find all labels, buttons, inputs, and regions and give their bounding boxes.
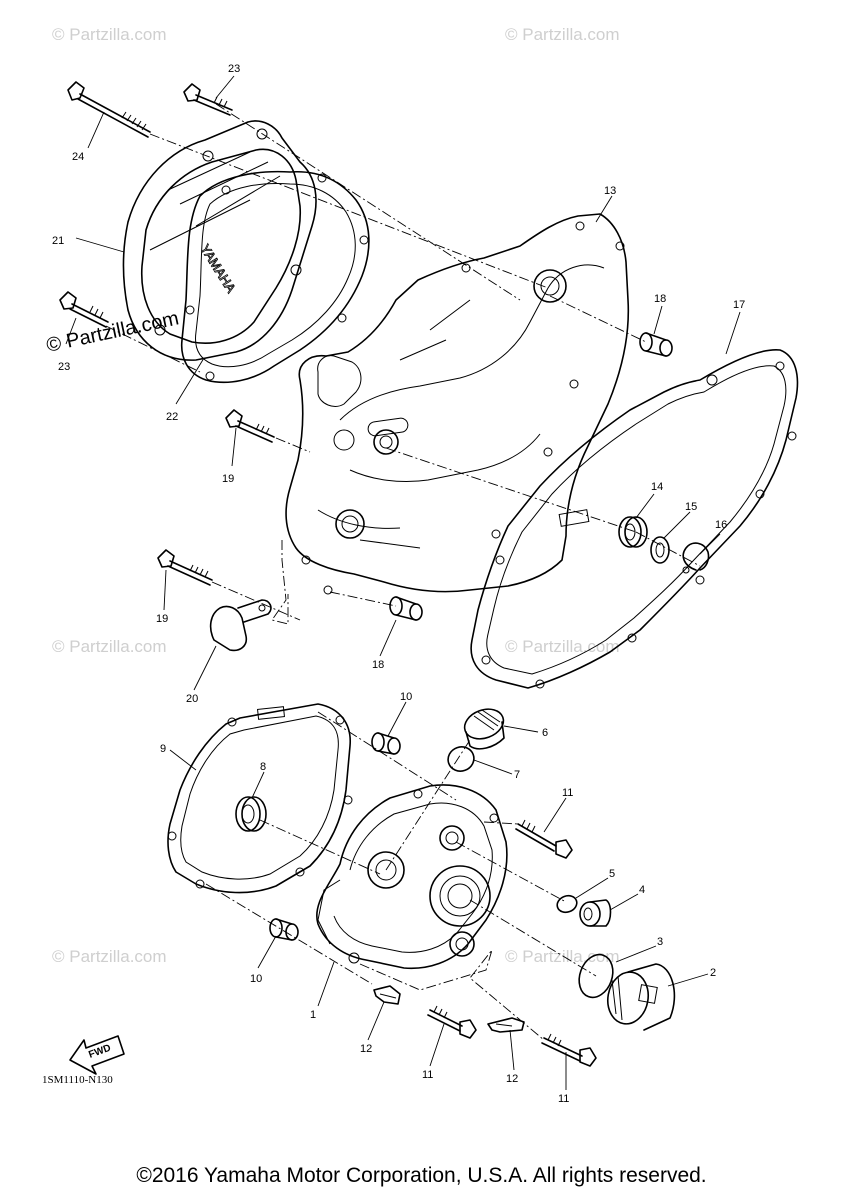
water-pump-gasket-9: [167, 703, 353, 894]
callout: 8: [260, 761, 266, 773]
callout: 16: [715, 519, 727, 531]
callout: 20: [186, 693, 198, 705]
circlip-16: [682, 542, 710, 574]
callout: 13: [604, 185, 616, 197]
watermark-prominent: © Partzilla.com: [44, 307, 180, 357]
leader-lines: [65, 75, 741, 1090]
callout: 12: [360, 1043, 372, 1055]
callout: 2: [710, 967, 716, 979]
callout: 3: [657, 936, 663, 948]
callout: 10: [400, 691, 412, 703]
callout: 5: [609, 868, 615, 880]
bolt-24: [67, 81, 151, 138]
oil-seal-14: [618, 516, 648, 548]
bolt-11-lower-right: [541, 1033, 597, 1067]
o-ring-5: [556, 894, 578, 914]
crankcase-cover-1: [316, 784, 508, 970]
callout-labels: 1 2 3 4 5 6 7 8 9 10 10 11 11 11 12 12 1…: [52, 63, 745, 1105]
callout: 4: [639, 884, 645, 896]
bolt-19-upper: [225, 409, 275, 443]
watermark: © Partzilla.com: [52, 947, 167, 966]
dowel-18-lower: [389, 596, 423, 621]
diagram-code: 1SM1110-N130: [42, 1074, 113, 1086]
copyright-notice: ©2016 Yamaha Motor Corporation, U.S.A. A…: [136, 1164, 707, 1187]
callout: 10: [250, 973, 262, 985]
callout: 17: [733, 299, 745, 311]
callout: 22: [166, 411, 178, 423]
alignment-lines: [105, 103, 701, 1041]
watermark: © Partzilla.com: [52, 25, 167, 44]
callout: 18: [372, 659, 384, 671]
o-ring-3: [578, 953, 614, 999]
bolt-19-lower: [157, 549, 213, 586]
dowel-10-lower: [269, 918, 299, 941]
callout: 18: [654, 293, 666, 305]
watermark: © Partzilla.com: [505, 25, 620, 44]
callout: 21: [52, 235, 64, 247]
bolt-23-upper: [183, 83, 233, 116]
bolt-23-left: [59, 291, 109, 328]
oil-filler-cap-6: [463, 708, 505, 750]
callout: 12: [506, 1073, 518, 1085]
dowel-18-upper: [639, 332, 673, 357]
callout: 11: [558, 1093, 569, 1105]
callout: 6: [542, 727, 548, 739]
clamp-12-left: [373, 985, 401, 1005]
callout: 1: [310, 1009, 316, 1021]
callout: 7: [514, 769, 520, 781]
callout: 11: [422, 1069, 433, 1081]
svg-text:YAMAHA: YAMAHA: [197, 242, 238, 296]
watermark: © Partzilla.com: [52, 637, 167, 656]
drain-plug-2: [606, 963, 676, 1031]
watermark: © Partzilla.com: [505, 947, 620, 966]
clamp-12-right: [487, 1017, 525, 1033]
callout: 15: [685, 501, 697, 513]
crankcase-gasket-17: [470, 349, 799, 689]
bolt-11-lower-left: [427, 1005, 477, 1039]
dowel-10-upper: [371, 732, 401, 755]
callout: 9: [160, 743, 166, 755]
clutch-cover-gasket-22: [180, 170, 370, 384]
watermark: © Partzilla.com: [505, 637, 620, 656]
fwd-arrow-icon: FWD: [69, 1035, 125, 1075]
hose-clamp-20: [209, 599, 272, 652]
callout: 24: [72, 151, 84, 163]
callout: 23: [228, 63, 240, 75]
crankcase-cover-13: [285, 213, 630, 595]
callout: 14: [651, 481, 663, 493]
plug-4: [579, 899, 612, 927]
oil-seal-8: [235, 796, 267, 832]
callout: 11: [562, 787, 573, 799]
callout: 19: [156, 613, 168, 625]
callout: 23: [58, 361, 70, 373]
callout: 19: [222, 473, 234, 485]
o-ring-7: [447, 746, 475, 772]
bolt-11-right: [515, 819, 573, 859]
